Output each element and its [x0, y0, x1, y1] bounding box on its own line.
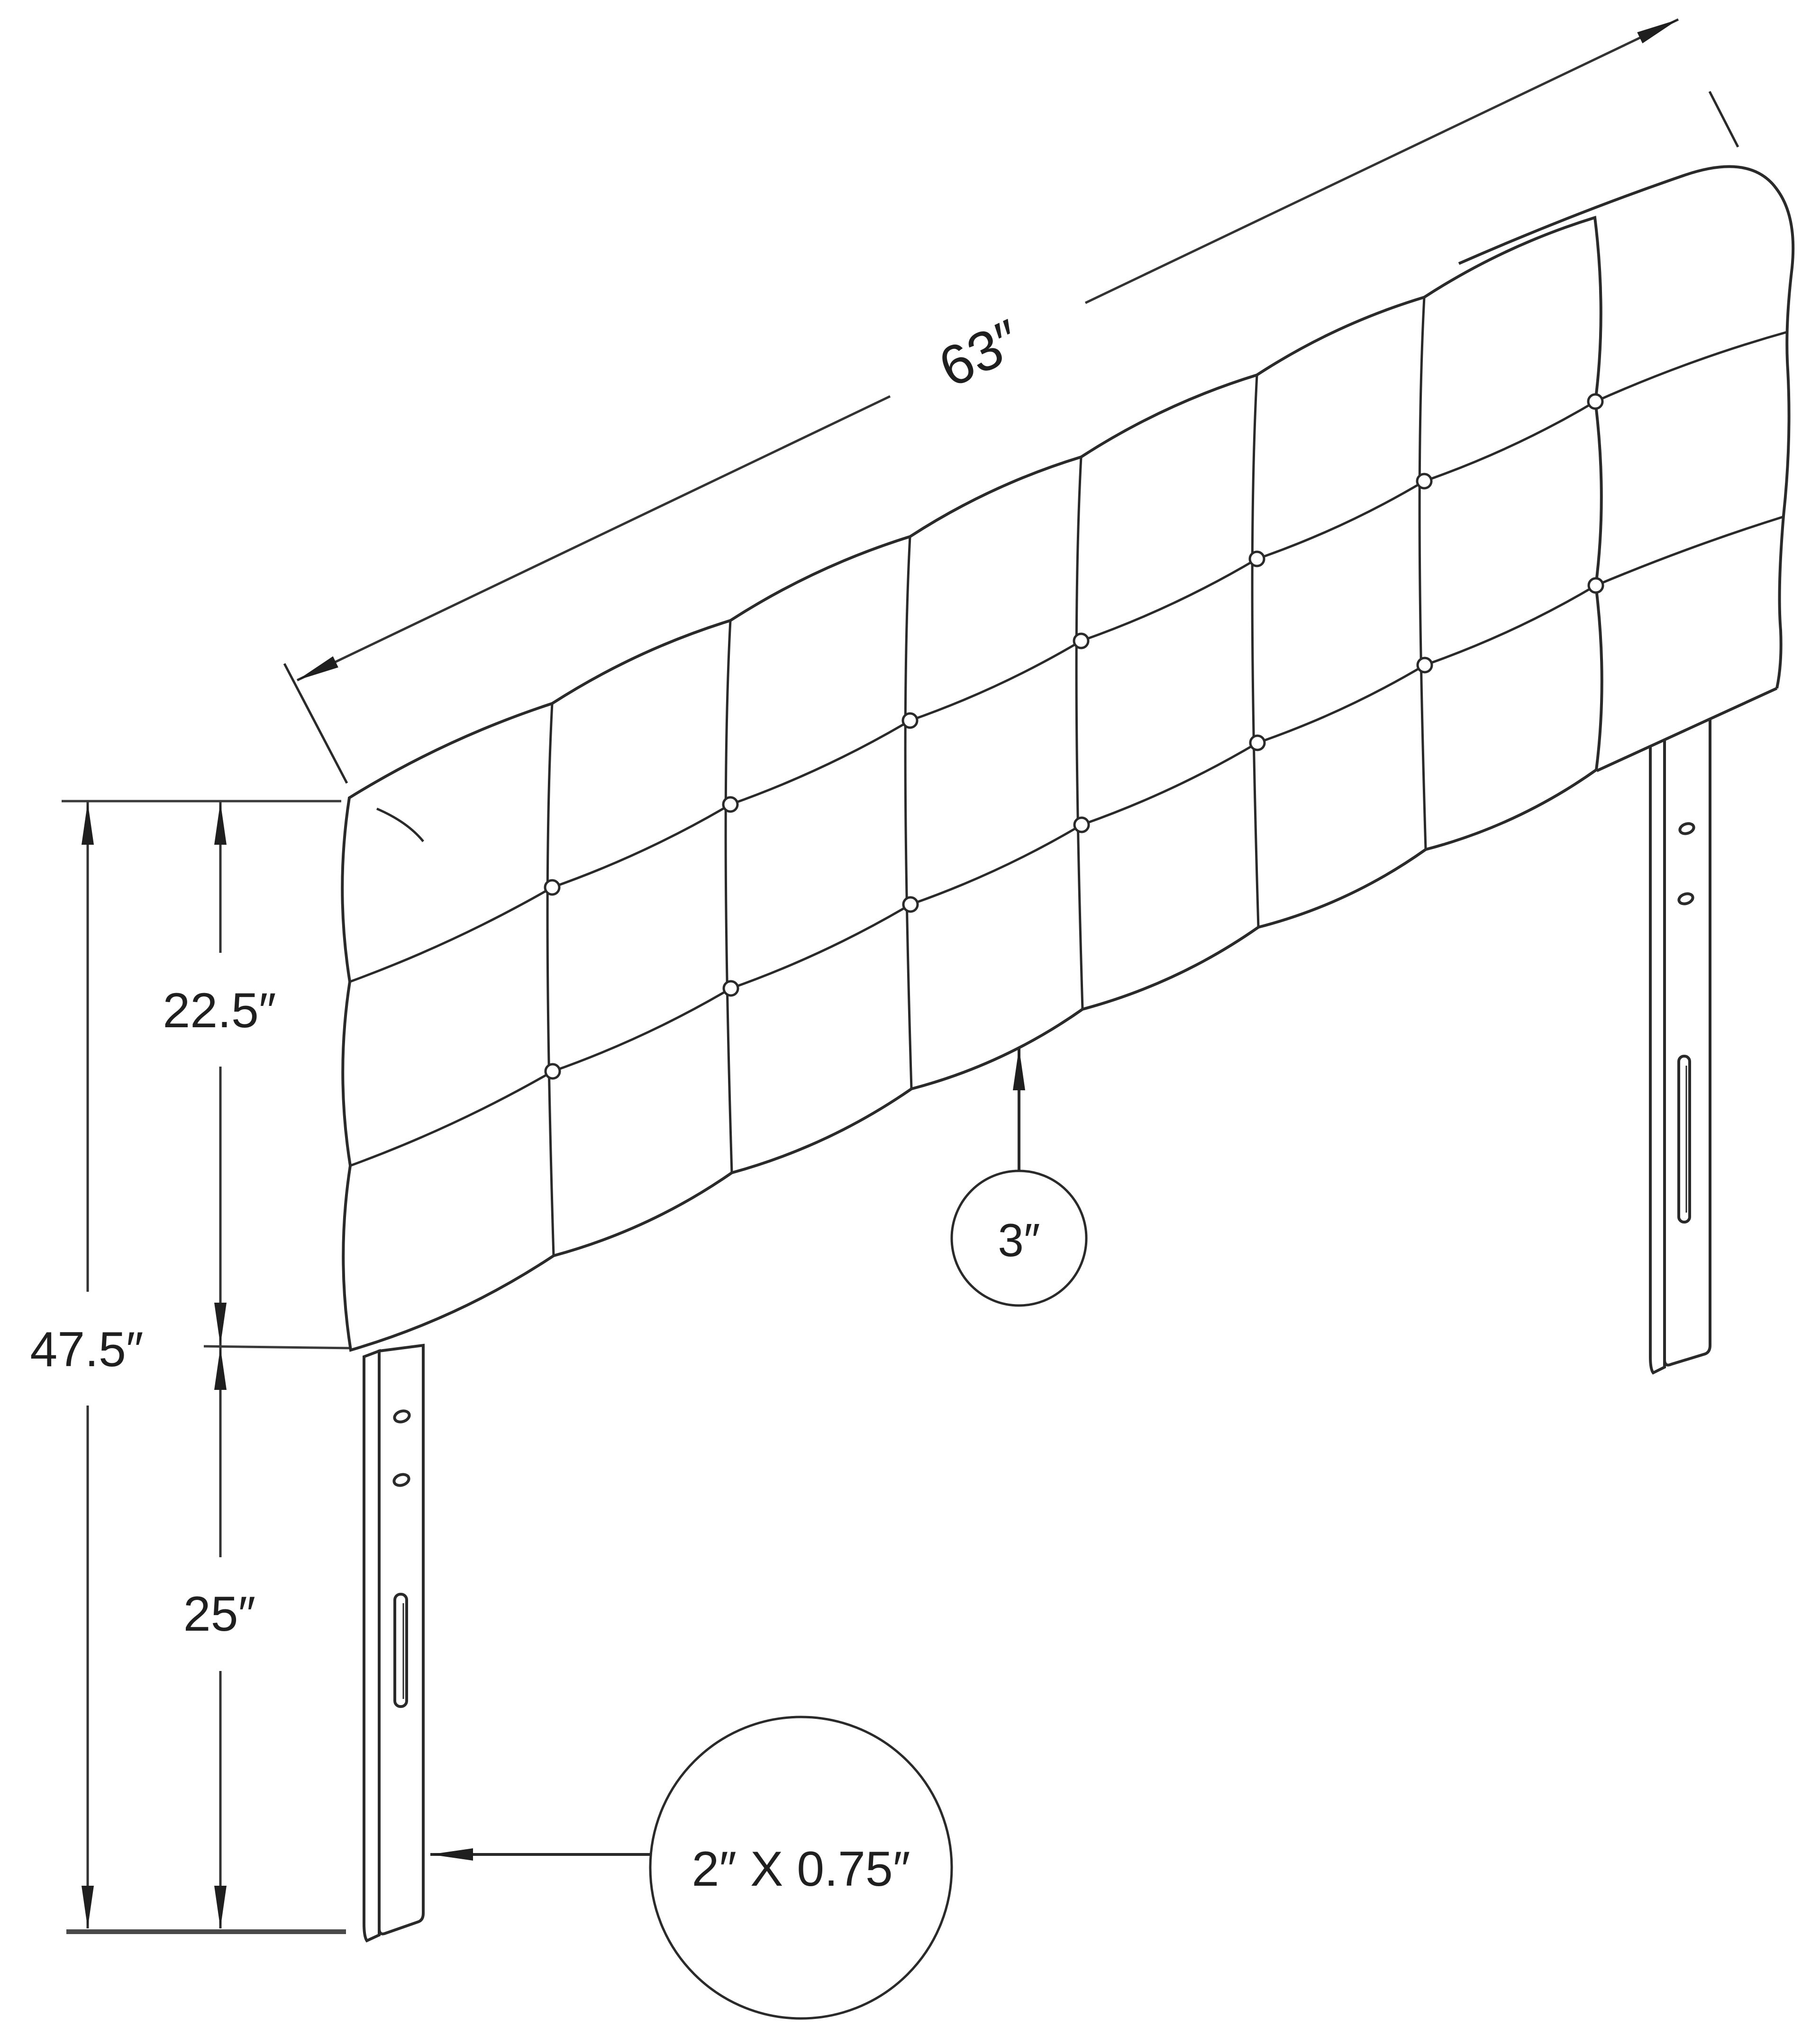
headboard-side-bottom-edge — [1596, 687, 1778, 772]
tuft-button — [1248, 550, 1265, 567]
headboard-front-outline — [341, 216, 1603, 1352]
tuft-button — [1587, 393, 1604, 410]
tuft-seam-column-4 — [1075, 457, 1084, 1010]
tuft-seam-row-2 — [350, 584, 1597, 1167]
tuft-button — [722, 980, 739, 997]
right-leg-mounting-hole-upper — [1678, 822, 1695, 835]
dimension-line-width-right — [1084, 18, 1679, 304]
thickness-callout-circle — [950, 1169, 1088, 1307]
left-leg-front-face — [378, 1343, 425, 1936]
tuft-seam-column-3 — [904, 536, 913, 1089]
dimension-overall-height: 47.5″ — [30, 802, 144, 1928]
leg-section-label: 2″ X 0.75″ — [692, 1842, 910, 1897]
tuft-button — [1073, 816, 1090, 833]
left-leg-mounting-hole-upper — [393, 1409, 411, 1424]
headboard-side-seam-row1 — [1594, 330, 1788, 403]
right-leg-adjustment-slot — [1677, 1055, 1691, 1223]
tuft-button — [1073, 632, 1090, 649]
tuft-button — [722, 796, 739, 813]
extension-line-headboard-bottom — [203, 1345, 355, 1350]
left-leg-mounting-hole-lower — [392, 1473, 410, 1487]
right-leg-side-face — [1649, 710, 1666, 1375]
tuft-button — [544, 1063, 561, 1080]
thickness-label: 3″ — [998, 1214, 1040, 1266]
headboard-side-face — [1458, 156, 1795, 772]
dimension-leg-height: 25″ — [183, 1347, 256, 1928]
upholstered-height-label: 22.5″ — [163, 983, 276, 1038]
tuft-button — [1416, 657, 1433, 674]
extension-tick-width-left — [283, 663, 348, 784]
tuft-seam-column-5 — [1251, 374, 1260, 928]
tuft-seam-column-1 — [546, 703, 555, 1256]
tuft-button — [902, 896, 919, 913]
extension-tick-width-right — [1708, 91, 1739, 148]
left-leg — [363, 1343, 425, 1943]
tuft-button — [1416, 473, 1433, 490]
tuft-button — [544, 879, 561, 896]
callout-leg-section: 2″ X 0.75″ — [430, 1716, 953, 2020]
right-leg-front-face — [1663, 705, 1711, 1367]
dimension-upholstered-height: 22.5″ — [163, 802, 276, 1345]
headboard-side-seam-row2 — [1595, 515, 1784, 587]
left-leg-side-face — [363, 1349, 381, 1943]
headboard-back-top-and-right-edge — [1458, 165, 1795, 689]
tuft-seam-row-1 — [349, 400, 1596, 983]
callout-thickness: 3″ — [950, 1048, 1088, 1307]
headboard-side-face-fill — [1595, 156, 1792, 770]
tuft-buttons — [544, 393, 1604, 1080]
headboard-front-face — [341, 216, 1604, 1352]
tuft-button — [1249, 734, 1266, 751]
tuft-seam-column-2 — [724, 620, 733, 1173]
tuft-seam-column-6 — [1418, 297, 1427, 850]
headboard-corner-curl — [376, 807, 424, 842]
right-leg — [1649, 705, 1711, 1375]
tuft-button — [1587, 577, 1604, 594]
width-label: 63″ — [929, 308, 1030, 399]
leg-height-label: 25″ — [183, 1587, 256, 1642]
dimension-line-width-left — [296, 395, 891, 682]
overall-height-label: 47.5″ — [30, 1322, 143, 1377]
tuft-button — [901, 712, 919, 729]
leg-section-callout-circle — [649, 1716, 953, 2020]
left-leg-adjustment-slot — [393, 1593, 408, 1708]
right-leg-mounting-hole-lower — [1677, 892, 1694, 905]
